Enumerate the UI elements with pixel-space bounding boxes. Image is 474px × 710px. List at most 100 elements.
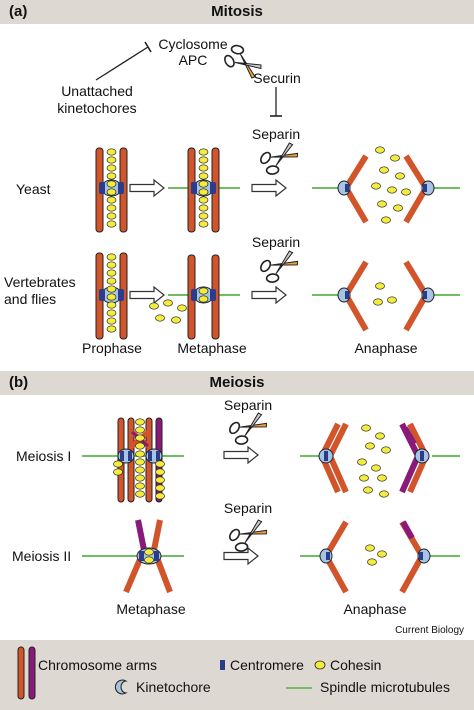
legend-spindle-label: Spindle microtubules xyxy=(320,679,450,695)
cohesin-dot xyxy=(395,172,405,180)
cohesin-dot xyxy=(198,212,209,220)
cohesin-dot xyxy=(379,490,389,498)
stage-label-prophase: Prophase xyxy=(82,340,142,356)
cohesin-dot xyxy=(373,298,383,306)
cohesin-dot xyxy=(377,474,387,482)
cohesin-dot xyxy=(357,458,367,466)
cohesin-dot xyxy=(375,282,385,290)
cohesin-dot xyxy=(390,154,400,162)
row-label-meiosis-2: Meiosis II xyxy=(12,548,72,564)
cohesin-dot xyxy=(135,426,145,434)
stage-label-anaphase: Anaphase xyxy=(354,340,418,356)
cohesin-dot xyxy=(375,146,385,154)
cohesin-dot xyxy=(198,148,209,156)
credit-label: Current Biology xyxy=(395,625,464,636)
cohesin-dot xyxy=(135,418,145,426)
cohesin-dot xyxy=(198,172,209,180)
cohesin-dot xyxy=(135,474,145,482)
cohesin-dot xyxy=(155,314,165,322)
meiosis2-metaphase-chromosome xyxy=(82,519,184,594)
yeast-prophase-chromosome xyxy=(95,147,128,233)
panel-b-title: Meiosis xyxy=(209,374,265,391)
vertebrate-metaphase-chromosome xyxy=(168,254,240,340)
cohesin-dot xyxy=(365,442,375,450)
cohesin-dot xyxy=(106,164,117,172)
inhibition-icon xyxy=(95,41,152,81)
cohesin-dot xyxy=(365,544,375,552)
cohesin-dot xyxy=(106,285,117,293)
cohesin-dot xyxy=(155,476,165,484)
cohesin-dot xyxy=(113,468,123,476)
cohesin-dot xyxy=(177,304,187,312)
cohesin-dot xyxy=(135,458,145,466)
cohesin-dot xyxy=(106,156,117,164)
stage-label-metaphase: Metaphase xyxy=(116,601,186,617)
kinetochores-label: kinetochores xyxy=(57,100,137,116)
row-label-vertebrates: Vertebrates xyxy=(4,274,76,290)
cohesin-dot xyxy=(359,474,369,482)
cyclosome-label: Cyclosome xyxy=(158,36,228,52)
cohesin-dot xyxy=(377,200,387,208)
cohesin-dot xyxy=(381,216,391,224)
arrow-icon xyxy=(251,179,287,197)
cohesin-dot xyxy=(371,182,381,190)
cohesin-dot xyxy=(371,464,381,472)
scissors-icon xyxy=(255,244,303,288)
cohesin-dot xyxy=(367,558,377,566)
vertebrate-anaphase-chromosomes xyxy=(312,260,460,332)
cohesin-dot xyxy=(363,486,373,494)
stage-label-anaphase: Anaphase xyxy=(343,601,407,617)
cohesin-dot xyxy=(106,196,117,204)
cohesin-dot xyxy=(106,325,117,333)
cohesin-dot xyxy=(106,293,117,301)
panel-a-header: (a) Mitosis xyxy=(0,0,474,24)
cohesin-dot xyxy=(106,148,117,156)
cohesin-dot xyxy=(155,484,165,492)
panel-a-title: Mitosis xyxy=(211,3,263,20)
panel-a-letter: (a) xyxy=(9,3,28,20)
cohesin-dot xyxy=(135,482,145,490)
legend-centromere-label: Centromere xyxy=(230,657,304,673)
cohesin-dot xyxy=(135,490,145,498)
separin-label: Separin xyxy=(223,397,273,413)
cohesin-dot xyxy=(198,295,209,303)
cohesin-dot xyxy=(144,556,154,564)
cohesin-dot xyxy=(106,269,117,277)
meiosis2-anaphase-chromosomes xyxy=(300,520,460,594)
apc-label: APC xyxy=(178,52,208,68)
cohesin-dot xyxy=(144,548,154,556)
separin-label: Separin xyxy=(251,126,301,142)
cohesin-dot xyxy=(198,204,209,212)
scissors-icon xyxy=(255,136,303,180)
securin-label: Securin xyxy=(253,70,301,86)
cohesin-dot xyxy=(393,204,403,212)
cohesin-dot xyxy=(381,446,391,454)
panel-b-header: (b) Meiosis xyxy=(0,371,474,395)
cohesin-dot xyxy=(106,188,117,196)
meiosis1-metaphase-bivalent xyxy=(82,417,184,503)
legend-cohesin-label: Cohesin xyxy=(330,657,382,673)
vertebrate-prophase-chromosome xyxy=(95,252,128,340)
cohesin-dot xyxy=(106,309,117,317)
row-label-yeast: Yeast xyxy=(16,181,51,197)
cohesin-dot xyxy=(106,212,117,220)
arrow-icon xyxy=(129,286,165,304)
panel-b-letter: (b) xyxy=(9,374,29,391)
legend-chromosome-arms-label: Chromosome arms xyxy=(38,657,158,673)
legend-chromosome-arms-icon xyxy=(17,646,36,700)
cohesin-dot xyxy=(113,460,123,468)
cohesin-dot xyxy=(198,196,209,204)
stage-label-metaphase: Metaphase xyxy=(177,340,247,356)
cohesin-dot xyxy=(377,550,387,558)
cohesin-dot xyxy=(198,287,209,295)
cohesin-dot xyxy=(401,188,411,196)
separin-label: Separin xyxy=(223,500,273,516)
cohesin-dot xyxy=(198,180,209,188)
legend-cohesin-icon xyxy=(314,660,326,670)
cohesin-dot xyxy=(135,442,145,450)
cohesin-dot xyxy=(163,299,173,307)
separin-label: Separin xyxy=(251,234,301,250)
meiosis1-anaphase-chromosomes xyxy=(300,422,460,494)
